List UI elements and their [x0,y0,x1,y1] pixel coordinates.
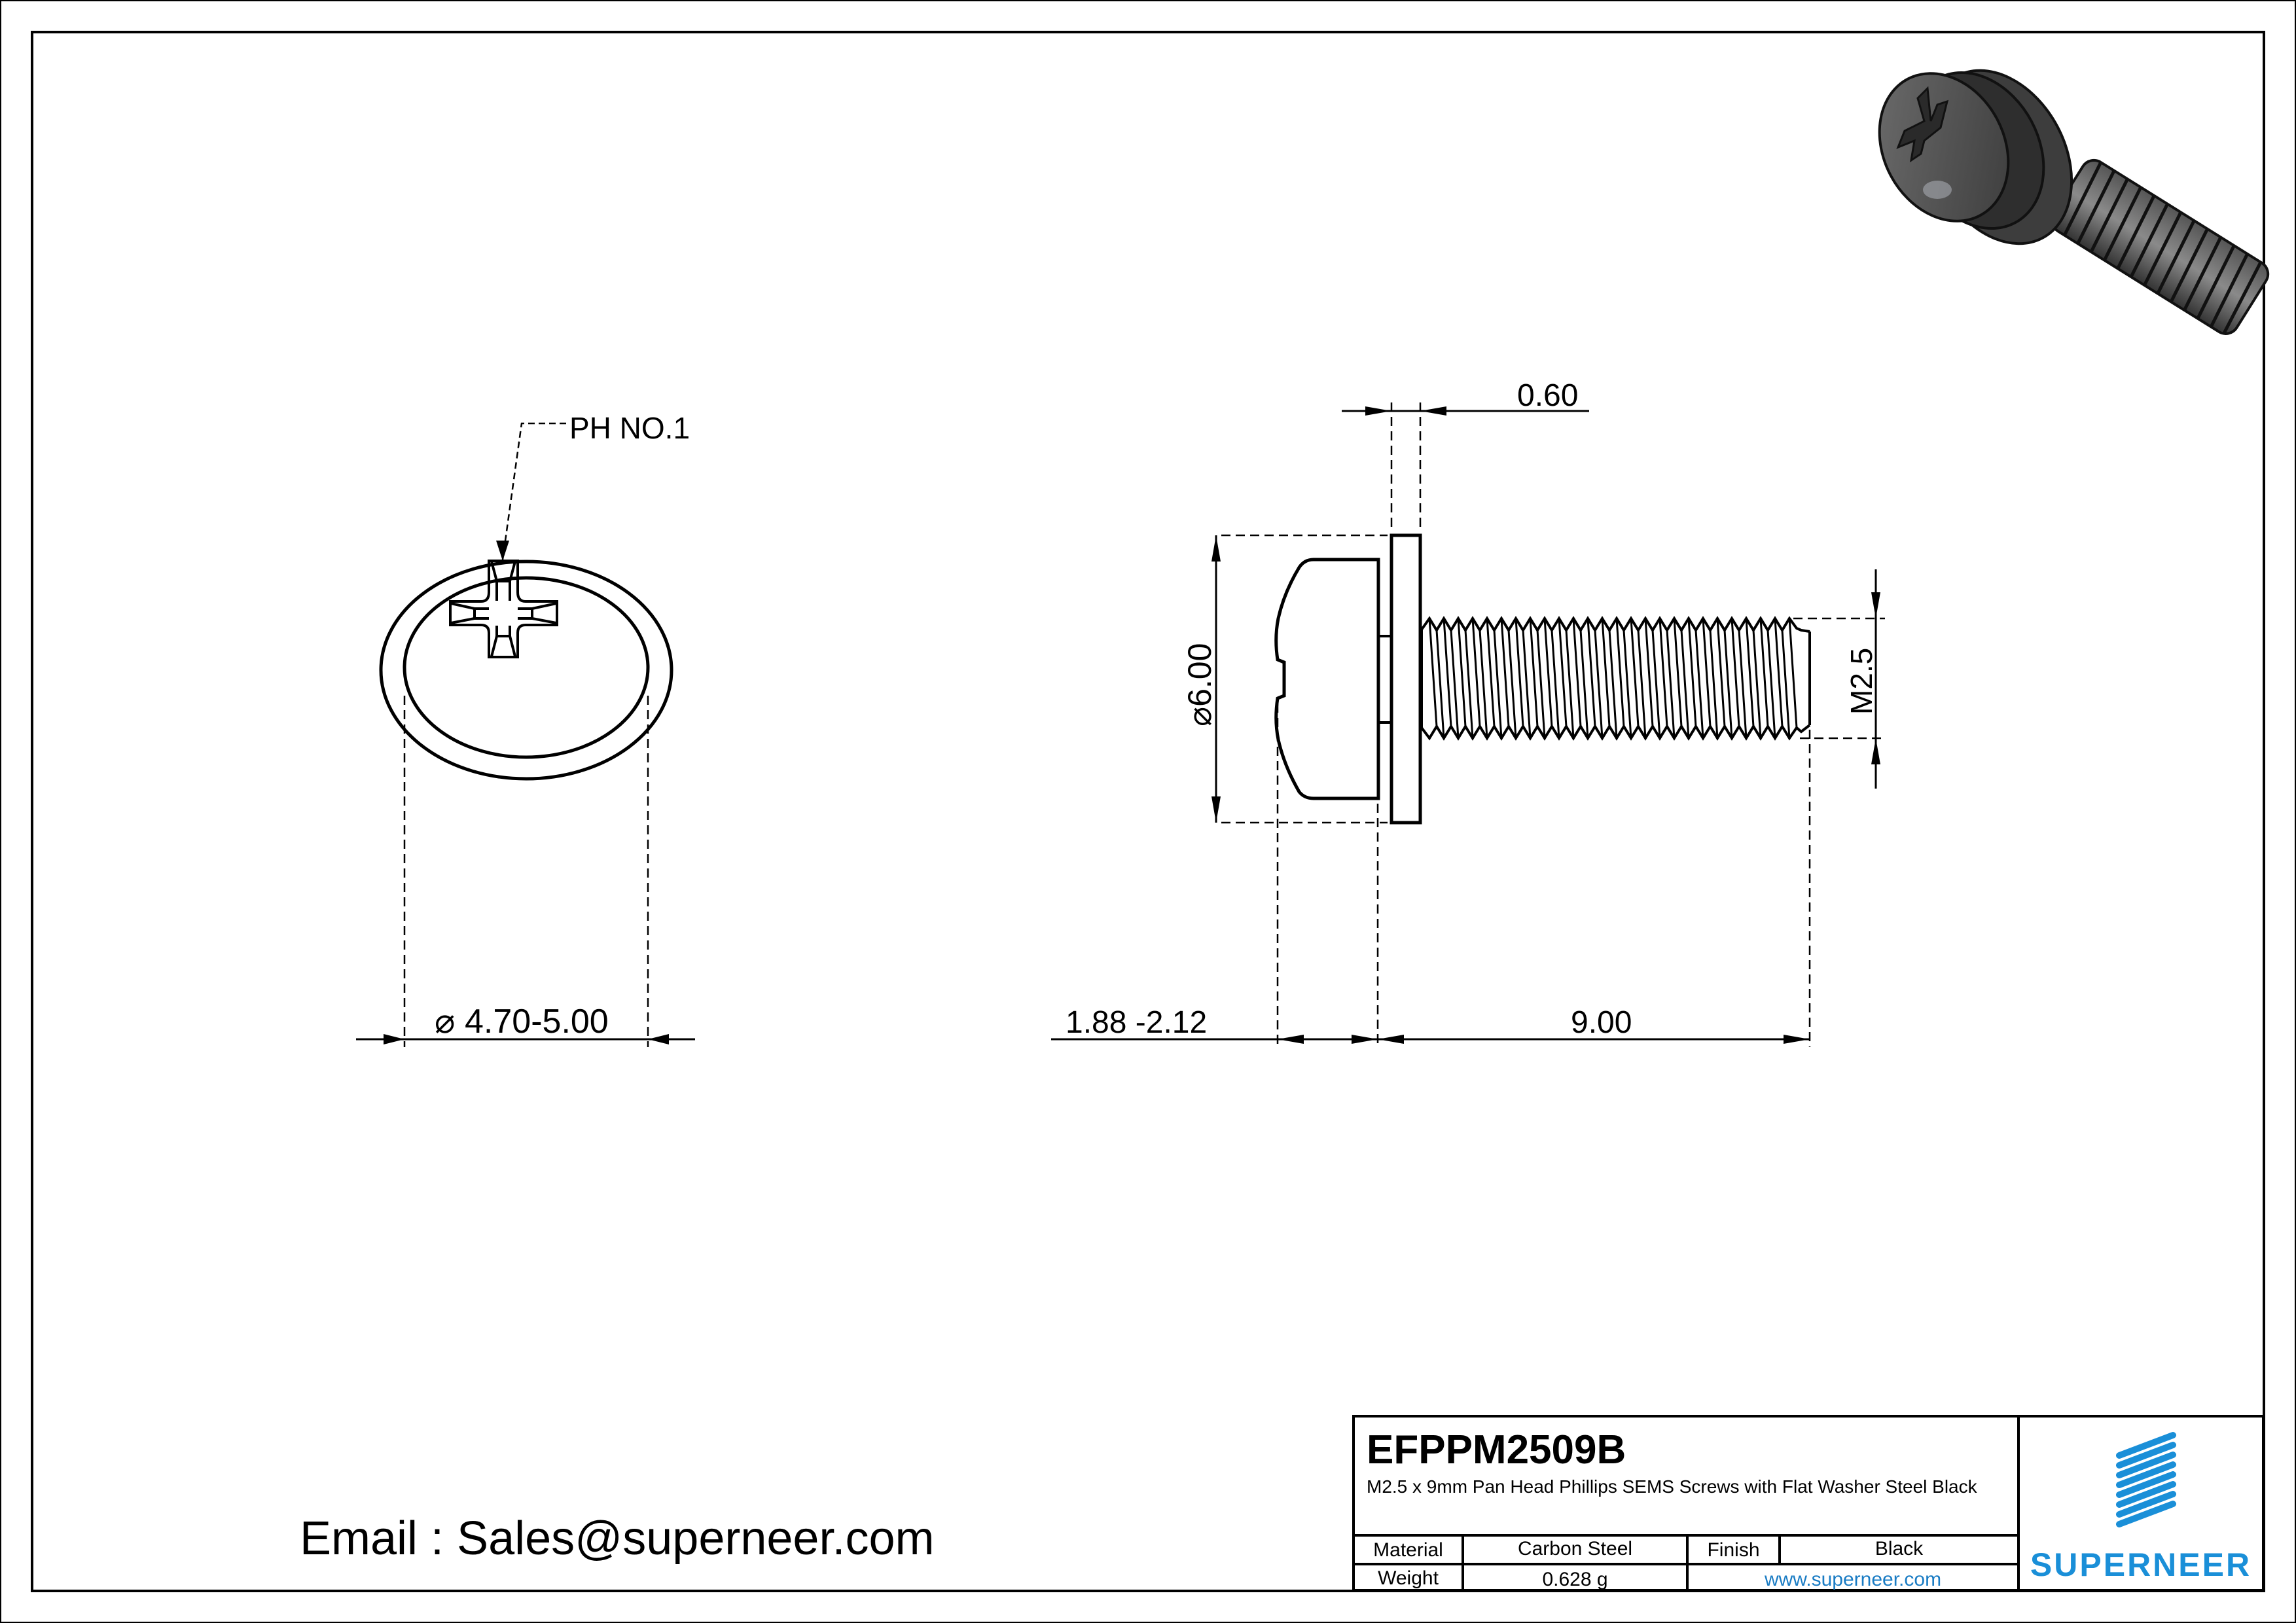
head-outline [403,576,650,759]
screw-head-profile [1274,558,1380,800]
thread-size-label: M2.5 [1844,648,1878,715]
finish-value: Black [1874,1538,1924,1560]
ph-label: PH NO.1 [569,411,690,445]
weight-label: Weight [1378,1567,1439,1589]
part-number: EFPPM2509B [1367,1427,1626,1472]
washer-diameter-label: ⌀6.00 [1181,643,1218,726]
finish-label: Finish [1707,1539,1760,1561]
washer-thickness-value: 0.60 [1517,378,1578,413]
side-view [1274,533,1811,825]
side-extension-lines [1221,402,1885,1047]
isometric-screw-render [1878,69,2270,335]
washer-profile [1390,533,1422,825]
head-height-value: 1.88 -2.12 [1066,1005,1207,1040]
weight-value: 0.628 g [1542,1569,1608,1590]
email-line: Email : Sales@superneer.com [300,1512,935,1565]
logo-stripes-icon [2116,1432,2176,1527]
title-block: EFPPM2509B M2.5 x 9mm Pan Head Phillips … [1352,1415,2265,1592]
material-label: Material [1373,1539,1443,1561]
inner-frame [31,31,2265,1592]
ph-leader [496,422,566,561]
column-divider [1778,1534,1781,1563]
material-value: Carbon Steel [1517,1538,1633,1560]
superneer-logo: SUPERNEER [2020,1418,2262,1592]
length-value: 9.00 [1571,1005,1632,1040]
website-link[interactable]: www.superneer.com [1764,1569,1942,1590]
front-diameter-value: 4.70-5.00 [465,1003,609,1041]
logo-wordmark: SUPERNEER [2030,1546,2252,1583]
front-diameter-symbol: ⌀ [435,1003,455,1041]
properties-table: Material Carbon Steel Finish Black Weigh… [1355,1534,2017,1592]
phillips-recess-icon [449,560,558,658]
iso-phillips-recess-icon [1896,86,1949,163]
thread-crest-lines [1428,618,1798,739]
column-divider [1462,1534,1464,1592]
column-divider [1686,1534,1689,1592]
front-extension-lines [403,696,649,1047]
title-block-main: EFPPM2509B M2.5 x 9mm Pan Head Phillips … [1355,1418,2020,1592]
front-view [379,560,673,781]
washer-outline [379,560,673,781]
part-description: M2.5 x 9mm Pan Head Phillips SEMS Screws… [1367,1476,1977,1497]
